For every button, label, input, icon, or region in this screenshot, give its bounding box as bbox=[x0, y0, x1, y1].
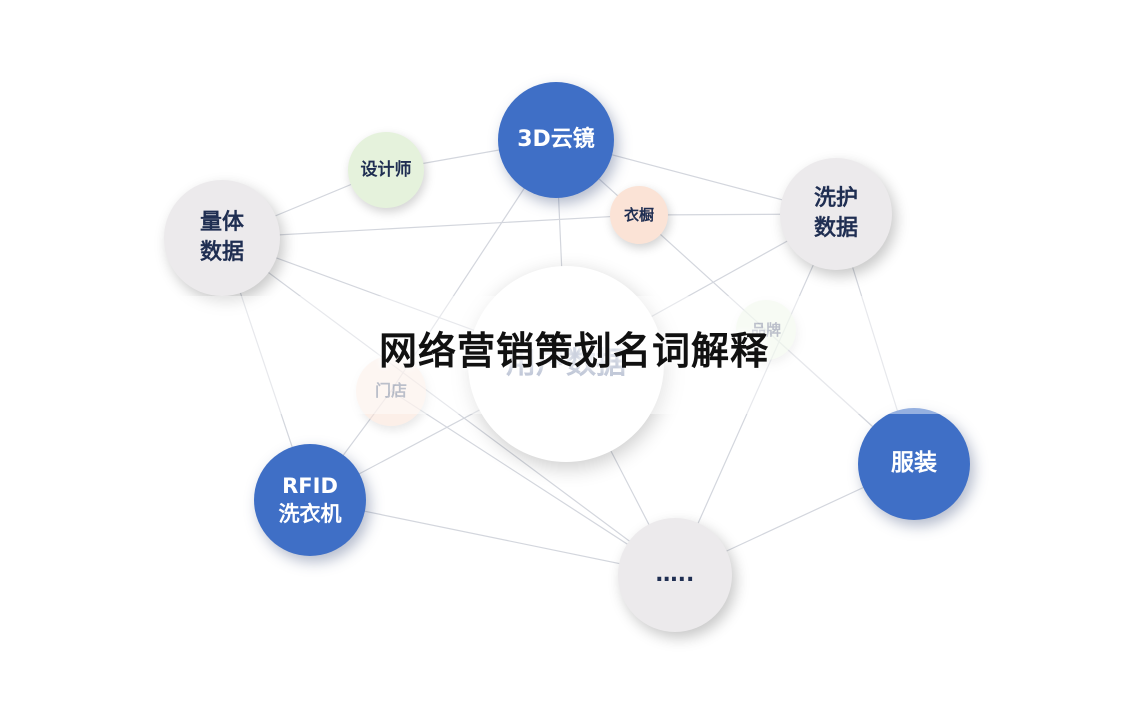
node-clothing: 服装 bbox=[858, 408, 970, 520]
node-body-data: 量体 数据 bbox=[164, 180, 280, 296]
page-title: 网络营销策划名词解释 bbox=[378, 329, 769, 373]
connection-line bbox=[674, 213, 837, 576]
node-closet: 衣橱 bbox=[610, 186, 668, 244]
connection-line bbox=[221, 214, 640, 239]
node-brand: 品牌 bbox=[736, 300, 796, 360]
node-user-data: 用户数据 bbox=[468, 266, 664, 462]
node-designer: 设计师 bbox=[348, 132, 424, 208]
node-more: ….. bbox=[618, 518, 732, 632]
connection-line bbox=[309, 499, 676, 576]
node-3d-cloud-mirror: 3D云镜 bbox=[498, 82, 614, 198]
node-wash-data: 洗护 数据 bbox=[780, 158, 892, 270]
node-rfid-washer: RFID 洗衣机 bbox=[254, 444, 366, 556]
connection-line bbox=[221, 237, 676, 576]
title-band bbox=[0, 296, 1148, 414]
node-store: 门店 bbox=[356, 356, 426, 426]
